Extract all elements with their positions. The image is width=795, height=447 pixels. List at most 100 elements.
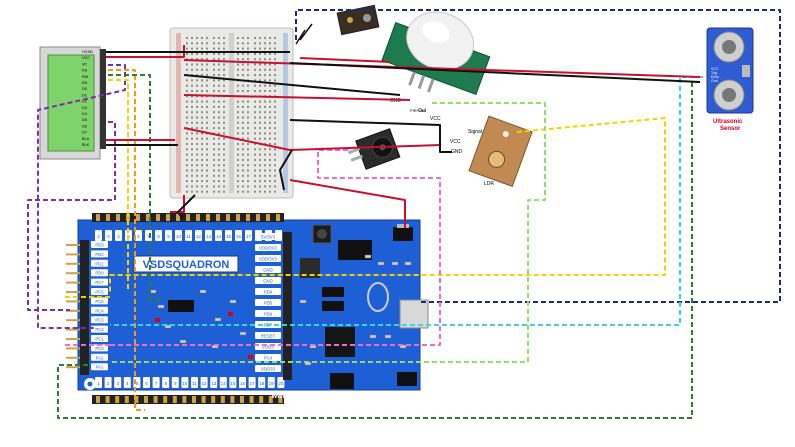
top-pin-label: 13 (206, 234, 212, 239)
top-pin-label: 4 (117, 234, 120, 239)
right-header-labels: 5V/3V3VDD/3V3VDD/3V3GNDGNDPD4PD5PD6PD7RE… (255, 233, 281, 372)
wire-black-ultrasonic (289, 62, 701, 83)
ultrasonic-sensor: VCC Trig Echo Gnd (706, 27, 754, 114)
bottom-pin-label: 17 (250, 381, 256, 386)
top-pin-label: 15 (226, 234, 232, 239)
bottom-pin-label: 11 (192, 381, 197, 386)
bottom-pin-label: 4 (126, 381, 129, 386)
wire-red-ultrasonic (183, 59, 701, 78)
bottom-pin-label: 15 (230, 381, 236, 386)
us-gnd-label: Gnd (711, 79, 718, 83)
us-vcc-label: VCC (711, 67, 719, 71)
bottom-pin-label: 13 (211, 381, 217, 386)
left-pin-label: PC5 (95, 299, 104, 304)
right-pin-label: GND (263, 268, 273, 273)
mcu-chip (325, 327, 355, 357)
wire-pink-dashed (110, 149, 441, 346)
left-pin-label: PC1 (95, 337, 104, 342)
bottom-pin-label: 14 (221, 381, 227, 386)
us-echo-label: Echo (711, 75, 719, 79)
ldr-vcc-label: VCC (450, 139, 461, 145)
top-pin-label: 9 (167, 234, 170, 239)
left-pin-label: PC2 (95, 327, 104, 332)
left-pin-label: PD0 (95, 271, 104, 276)
bottom-pin-label: 7 (155, 381, 158, 386)
right-pin-label: VDD/3V3 (259, 257, 278, 262)
top-pin-label: 3 (107, 234, 110, 239)
ldr-signal-label: Signal (468, 129, 482, 135)
lcd-pin-label: D3 (82, 106, 87, 110)
bottom-pin-label: 6 (145, 381, 148, 386)
bottom-pin-label: 8 (164, 381, 167, 386)
pir-gnd-label: GND (390, 98, 402, 104)
ic-top (338, 240, 372, 260)
lcd-pin-label: RS (82, 69, 88, 73)
lcd-pin-label: VCC (82, 56, 90, 60)
wire-black-board (177, 194, 196, 219)
lcd-pin-label: V0 (82, 62, 87, 66)
crystal (367, 282, 389, 312)
right-pin-label: RESET (261, 334, 276, 339)
bottom-pin-label: 3 (116, 381, 119, 386)
lcd-pin-label: BLK (82, 143, 90, 147)
wire-red-board (289, 179, 406, 228)
lcd-pin-label: D5 (82, 118, 87, 122)
top-pin-label: 7 (147, 234, 150, 239)
bottom-pin-label: 19 (269, 381, 275, 386)
right-pin-label: PD5 (264, 301, 273, 306)
wire-orange-dashed (108, 69, 145, 411)
top-pin-label: 6 (137, 234, 140, 239)
smd-components (149, 254, 412, 366)
bottom-pin-label: 18 (259, 381, 265, 386)
left-pin-label: PC0 (95, 346, 104, 351)
pir-note-label: PIR+Grd (410, 108, 426, 113)
right-pin-label: 5V/3V3 (261, 235, 276, 240)
top-pin-label: 2 (97, 234, 100, 239)
right-pin-label: VDD/3V3 (259, 246, 278, 251)
right-pin-label: PD4 (264, 290, 273, 295)
us-caption-line1: Ultrasonic (713, 119, 743, 125)
right-pin-label: PD6 (264, 312, 273, 317)
board-title: VSDSQUADRON (143, 259, 230, 271)
lcd-pin-label: D4 (82, 112, 87, 116)
lcd-pin-label: BLA (82, 137, 90, 141)
bottom-pin-label: 2 (107, 381, 110, 386)
lcd-pin-label: D2 (82, 100, 87, 104)
bottom-pin-label: 5 (136, 381, 139, 386)
left-pin-label: PD1 (95, 261, 104, 266)
bottom-pin-label: 16 (240, 381, 246, 386)
top-pin-label: 10 (176, 234, 182, 239)
wire-yellow-dashed (109, 117, 666, 293)
pir-out-label: Out (418, 108, 427, 114)
top-pin-label: 17 (246, 234, 252, 239)
top-pin-label: 14 (216, 234, 222, 239)
left-header-pins: PD3PD2PD1PD0PC7PC6PC5PC4PC3PC2PC1PC0PA2P… (66, 240, 108, 375)
lcd-pin-label: HGND (82, 50, 93, 54)
board-website: www.vlsisystemdesign.com (271, 393, 365, 400)
lcd-pin-label: EN (82, 81, 88, 85)
bottom-pin-label: 10 (182, 381, 188, 386)
bottom-pin-label: 12 (202, 381, 208, 386)
left-pin-label: PD3 (95, 243, 104, 248)
left-pin-label: PA2 (96, 355, 104, 360)
pir-vcc-label: VCC (430, 116, 441, 122)
wire-green-dashed (57, 81, 700, 419)
lcd-pin-label: D6 (82, 124, 87, 128)
us-trig-label: Trig (711, 71, 717, 75)
ic-bottom (330, 373, 354, 389)
pir-sensor (381, 11, 491, 96)
top-pin-label: 12 (196, 234, 202, 239)
top-pin-label: 11 (186, 234, 191, 239)
ic-mid (168, 300, 194, 312)
left-pin-label: PC7 (95, 280, 104, 285)
right-pin-label: PC4 (264, 356, 273, 361)
left-pin-label: PC3 (95, 318, 104, 323)
wire-navy-dashed (295, 9, 781, 303)
ldr-gnd-label: GND (451, 149, 463, 155)
left-pin-label: PC6 (95, 290, 104, 295)
buzzer-module (347, 128, 401, 170)
